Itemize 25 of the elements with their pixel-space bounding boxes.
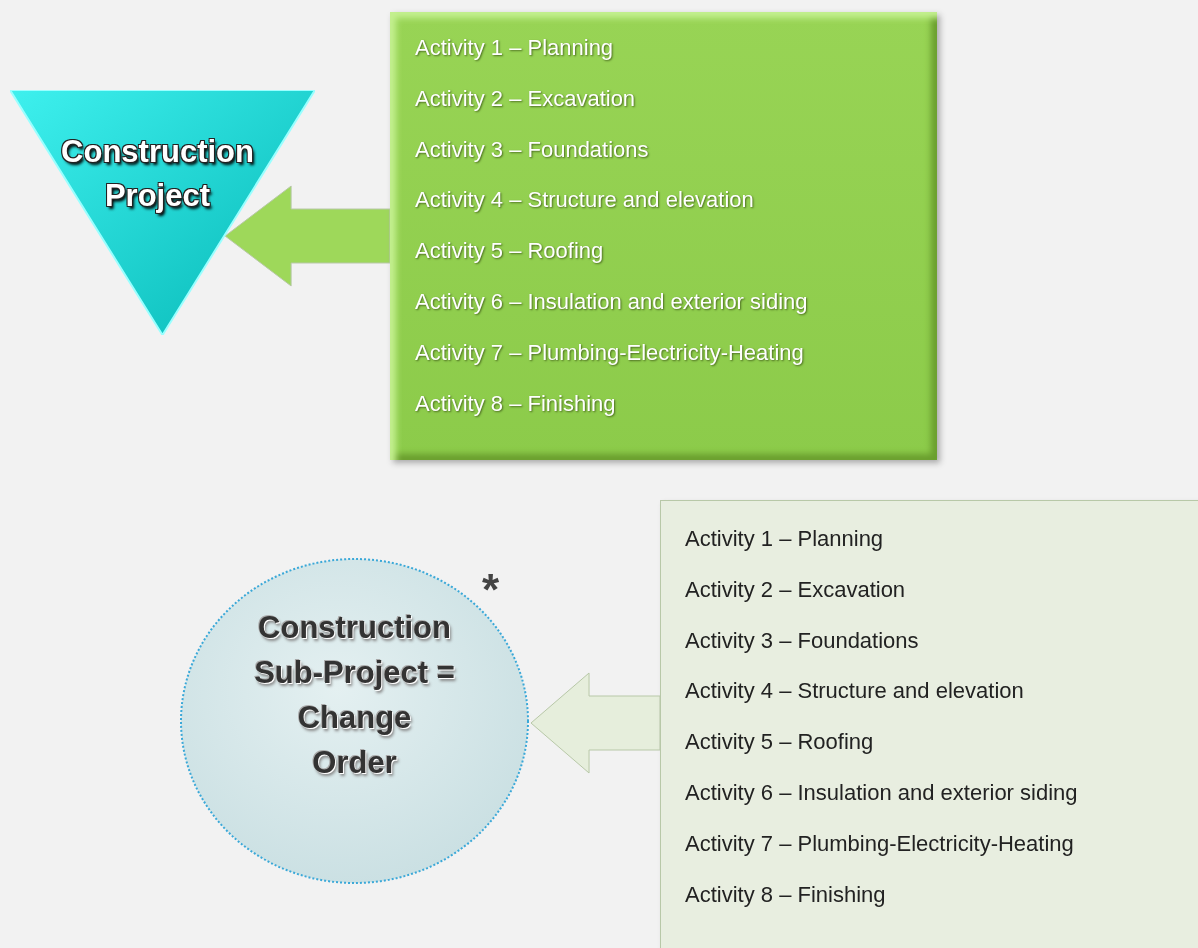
activity-label: Activity 6 – Insulation and exterior siding	[415, 288, 808, 316]
activity-label: Activity 5 – Roofing	[415, 237, 604, 266]
node-title: Construction Project	[60, 133, 255, 215]
activity-box	[390, 12, 937, 460]
activity-label: Activity 7 – Plumbing-Electricity-Heating	[415, 338, 804, 367]
activity-label: Activity 8 – Finishing	[415, 389, 616, 418]
activity-label: Activity 8 – Finishing	[685, 880, 886, 909]
activity-label: Activity 4 – Structure and elevation	[685, 677, 1024, 706]
activity-label: Activity 2 – Excavation	[415, 84, 636, 113]
activity-label: Activity 2 – Excavation	[685, 575, 906, 604]
activity-label: Activity 3 – Foundations	[415, 135, 649, 164]
triangle-shape	[10, 90, 315, 335]
block-arrow	[530, 672, 661, 774]
activity-box	[660, 500, 1198, 948]
asterisk-note: *	[482, 565, 500, 615]
activity-label: Activity 6 – Insulation and exterior siding	[685, 779, 1078, 807]
activity-label: Activity 1 – Planning	[685, 525, 884, 553]
node-title: Construction Sub-Project = Change Order	[254, 609, 455, 782]
activity-label: Activity 7 – Plumbing-Electricity-Heating	[685, 829, 1074, 858]
activity-label: Activity 5 – Roofing	[685, 728, 874, 757]
circle-shape	[179, 557, 530, 885]
activity-label: Activity 1 – Planning	[415, 34, 614, 62]
activity-label: Activity 4 – Structure and elevation	[415, 186, 754, 215]
block-arrow	[224, 185, 391, 287]
activity-label: Activity 3 – Foundations	[685, 626, 919, 655]
